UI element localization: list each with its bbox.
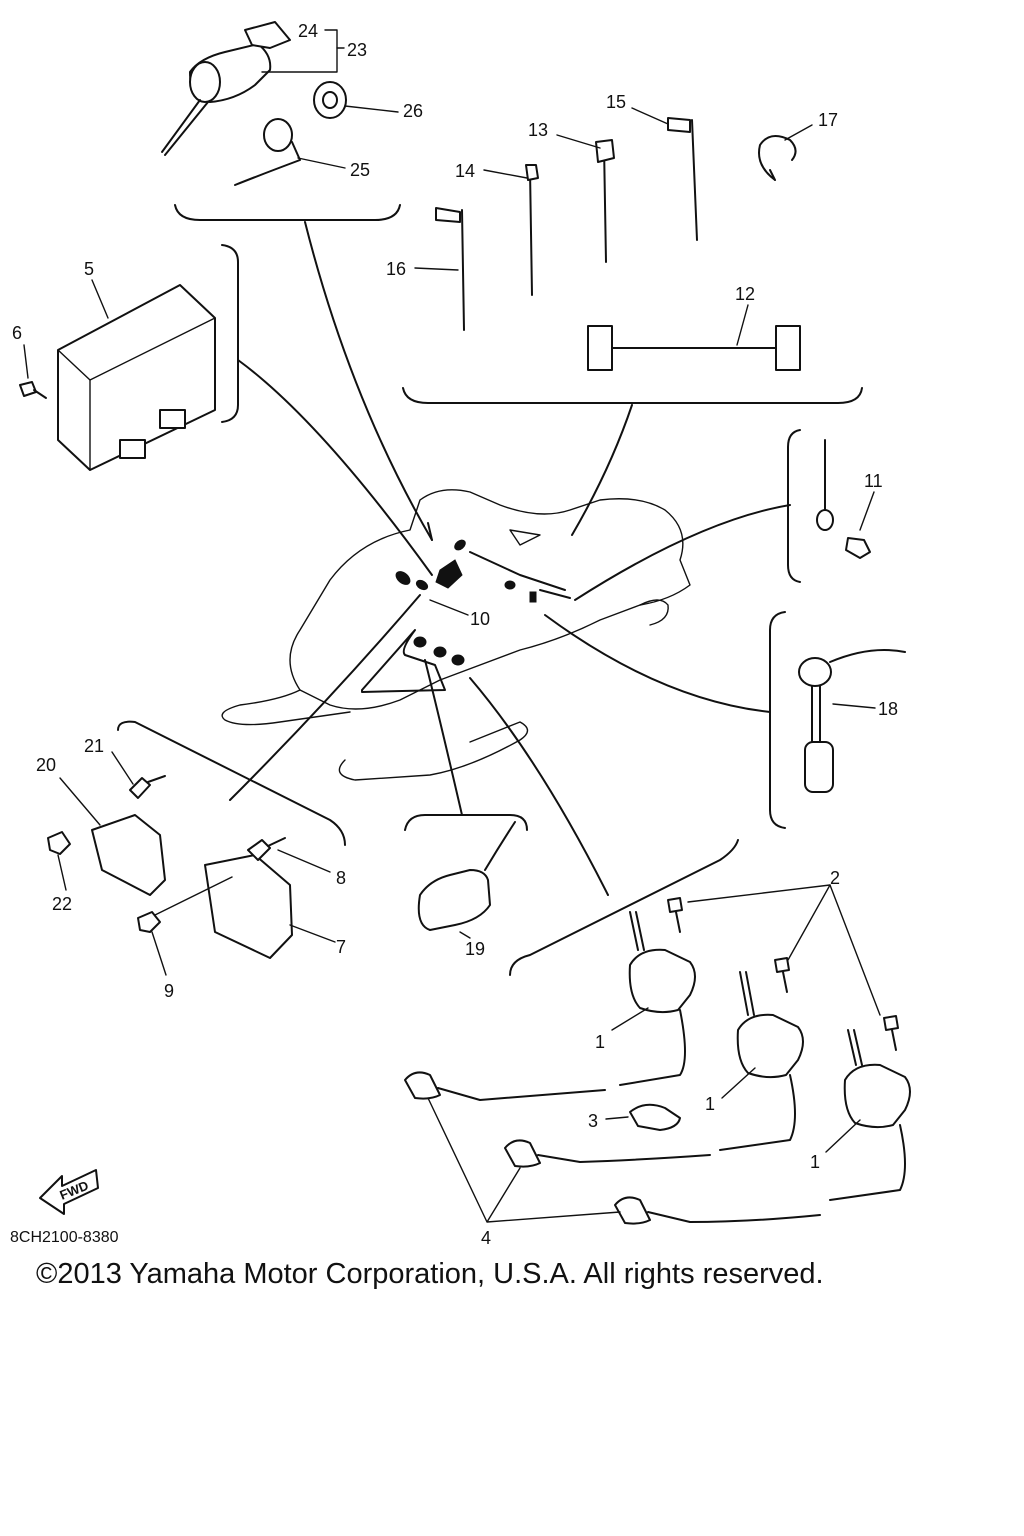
callout-11: 11 <box>864 471 883 491</box>
plug-caps <box>404 1071 821 1225</box>
callout-leaders <box>23 29 881 1223</box>
callout-3: 3 <box>588 1111 598 1131</box>
callout-24: 24 <box>298 21 318 41</box>
callout-8: 8 <box>336 868 346 888</box>
group-brackets <box>117 204 863 976</box>
cdi-unit <box>19 284 216 471</box>
callout-4: 4 <box>481 1228 491 1248</box>
parts-diagram: 1 1 1 2 3 4 5 6 7 8 9 10 11 12 13 14 15 … <box>10 21 911 1248</box>
callout-12: 12 <box>735 284 755 304</box>
leader-lines <box>229 221 791 896</box>
callout-1: 1 <box>595 1032 605 1052</box>
callout-1: 1 <box>705 1094 715 1114</box>
callout-7: 7 <box>336 937 346 957</box>
callout-6: 6 <box>12 323 22 343</box>
callout-26: 26 <box>403 101 423 121</box>
main-switch-assembly <box>161 21 291 156</box>
callout-10: 10 <box>470 609 490 629</box>
callout-23: 23 <box>347 40 367 60</box>
callout-18: 18 <box>878 699 898 719</box>
screws-2 <box>667 897 899 1051</box>
callout-16: 16 <box>386 259 406 279</box>
callout-numbers: 1 1 1 2 3 4 5 6 7 8 9 10 11 12 13 14 15 … <box>12 21 898 1248</box>
switch-18 <box>798 649 906 793</box>
callout-25: 25 <box>350 160 370 180</box>
ignition-coils <box>619 911 911 1201</box>
callout-9: 9 <box>164 981 174 1001</box>
switch-cap-parts <box>234 81 347 186</box>
copyright-notice: ©2013 Yamaha Motor Corporation, U.S.A. A… <box>36 1258 824 1290</box>
relay-7 <box>137 837 293 959</box>
clamp-3 <box>629 1103 681 1131</box>
callout-13: 13 <box>528 120 548 140</box>
callout-21: 21 <box>84 736 104 756</box>
diagram-code: 8CH2100-8380 <box>10 1229 119 1246</box>
regulator-20 <box>47 775 166 896</box>
callout-1: 1 <box>810 1152 820 1172</box>
callout-15: 15 <box>606 92 626 112</box>
callout-20: 20 <box>36 755 56 775</box>
callout-5: 5 <box>84 259 94 279</box>
snowmobile-body <box>221 489 691 781</box>
condenser-19 <box>417 821 516 931</box>
callout-19: 19 <box>465 939 485 959</box>
fwd-arrow-icon: FWD <box>39 1169 99 1215</box>
clamps-and-bands <box>435 117 797 331</box>
callout-17: 17 <box>818 110 838 130</box>
callout-14: 14 <box>455 161 475 181</box>
harness-connector-12 <box>587 325 801 371</box>
ground-lead-11 <box>816 439 871 559</box>
callout-22: 22 <box>52 894 72 914</box>
callout-2: 2 <box>830 868 840 888</box>
